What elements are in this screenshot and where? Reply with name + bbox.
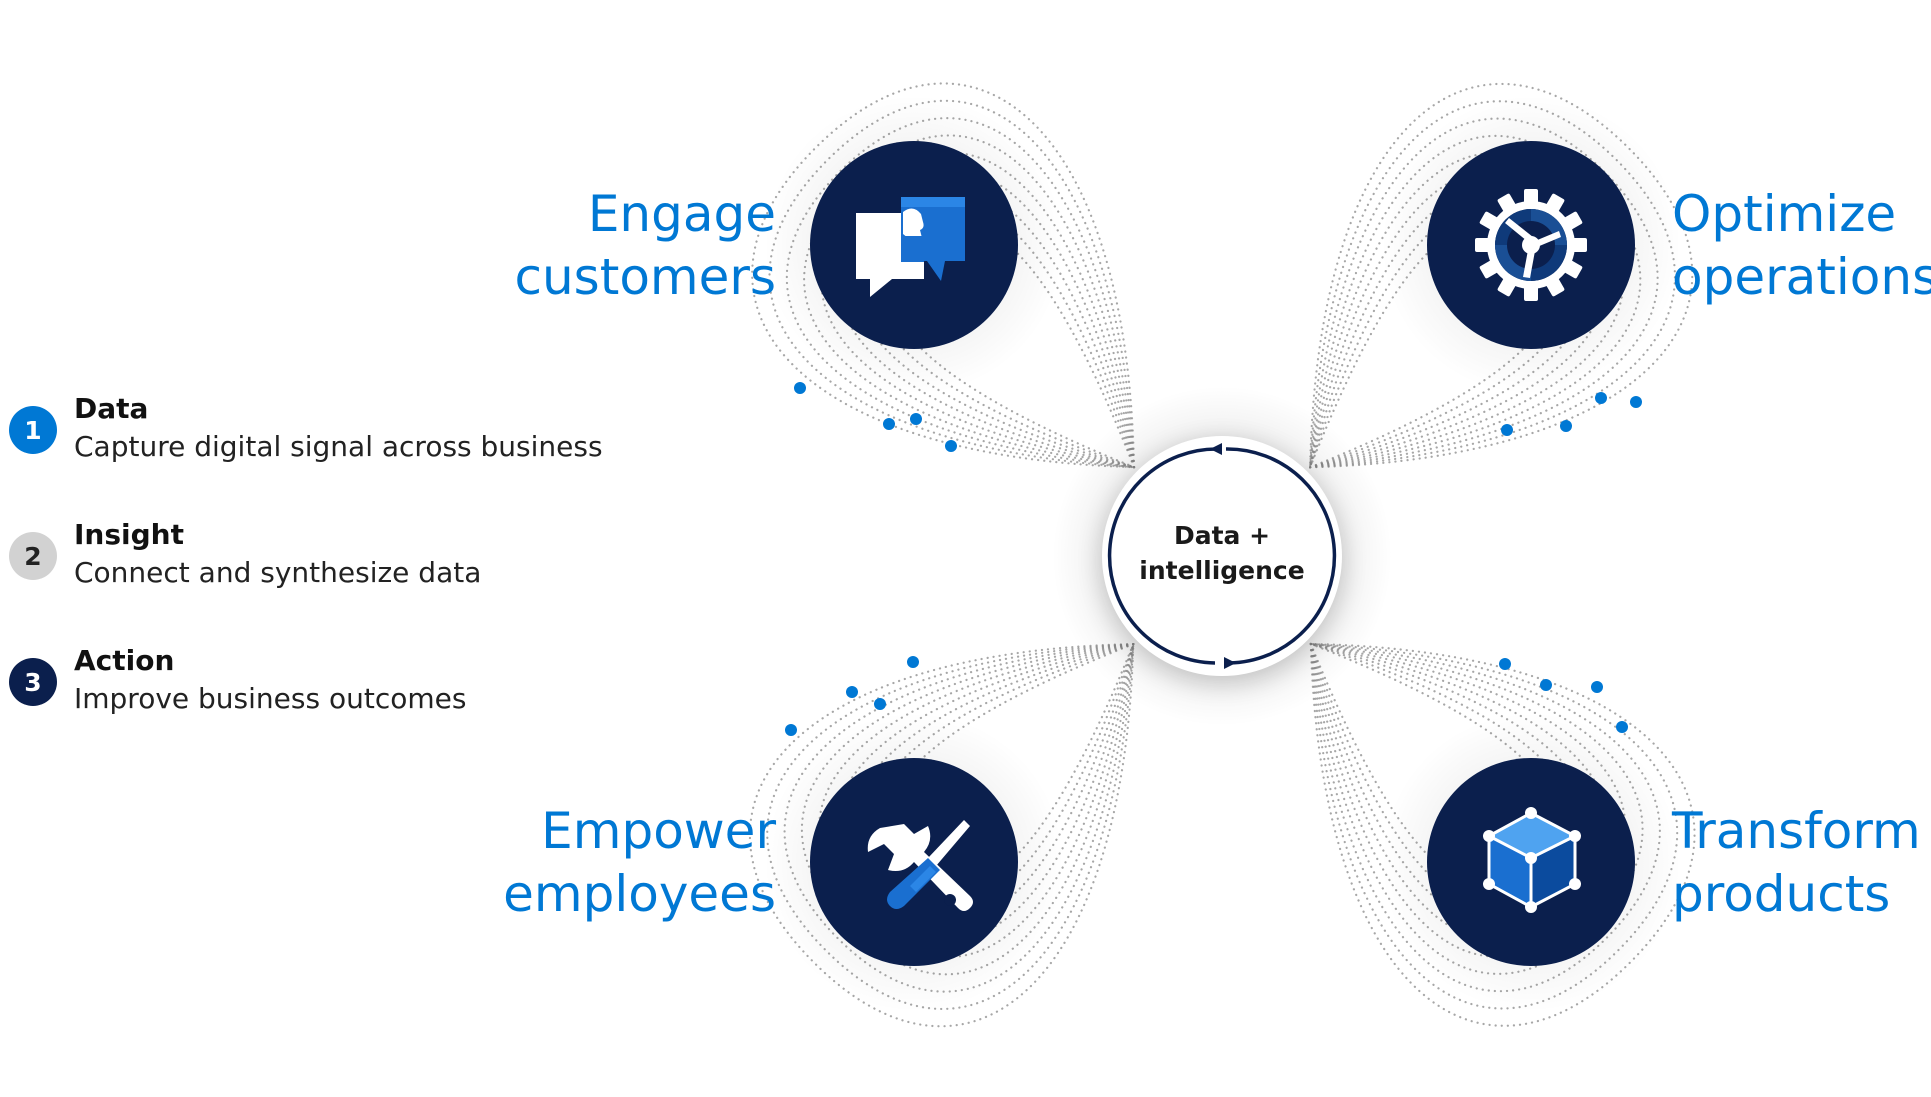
label-line: customers <box>514 248 777 306</box>
wrench-screwdriver-icon <box>867 820 973 911</box>
empower-employees-label: Empower employees <box>503 800 776 926</box>
legend-title: Action <box>74 644 175 677</box>
label-line: employees <box>503 865 776 923</box>
step-2-badge: 2 <box>9 532 57 580</box>
legend-item-insight: 2 Insight Connect and synthesize data <box>9 518 629 594</box>
legend-description: Improve business outcomes <box>74 682 467 715</box>
chat-bubbles-icon <box>856 197 965 297</box>
data-flow-dot <box>910 413 922 425</box>
data-flow-dot <box>1591 681 1603 693</box>
legend-title: Data <box>74 392 149 425</box>
data-flow-dot <box>785 724 797 736</box>
transform-products-label: Transform products <box>1672 800 1921 926</box>
data-flow-dot <box>945 440 957 452</box>
data-flow-dot <box>1630 396 1642 408</box>
label-line: operations <box>1672 248 1931 306</box>
legend-description: Capture digital signal across business <box>74 430 603 463</box>
label-line: products <box>1672 865 1891 923</box>
data-flow-dots <box>785 382 1642 736</box>
label-line: Engage <box>587 185 776 243</box>
data-flow-dot <box>1560 420 1572 432</box>
engage-customers-node <box>810 141 1018 349</box>
data-flow-dot <box>794 382 806 394</box>
data-flow-dot <box>846 686 858 698</box>
cycle-arrows-icon <box>1107 447 1337 665</box>
legend: 1 Data Capture digital signal across bus… <box>9 392 629 770</box>
label-line: Empower <box>541 802 776 860</box>
engage-customers-label: Engage customers <box>515 183 777 309</box>
data-flow-dot <box>1499 658 1511 670</box>
gear-icon <box>1475 189 1587 301</box>
label-line: Transform <box>1672 802 1921 860</box>
legend-description: Connect and synthesize data <box>74 556 482 589</box>
data-flow-dot <box>883 418 895 430</box>
legend-item-action: 3 Action Improve business outcomes <box>9 644 629 720</box>
data-flow-dot <box>1616 721 1628 733</box>
optimize-operations-label: Optimize operations <box>1672 183 1931 309</box>
legend-title: Insight <box>74 518 184 551</box>
cube-icon <box>1483 807 1581 913</box>
center-label: Data + intelligence <box>1122 518 1322 588</box>
data-flow-dot <box>1501 424 1513 436</box>
optimize-operations-node <box>1427 141 1635 349</box>
empower-employees-node <box>810 758 1018 966</box>
step-3-badge: 3 <box>9 658 57 706</box>
center-node <box>1100 436 1344 684</box>
step-1-badge: 1 <box>9 406 57 454</box>
transform-products-node <box>1427 758 1635 966</box>
label-line: Optimize <box>1672 185 1897 243</box>
data-flow-dot <box>874 698 886 710</box>
data-flow-dot <box>1540 679 1552 691</box>
center-label-line: Data + <box>1173 521 1271 550</box>
center-label-line: intelligence <box>1139 556 1305 585</box>
data-flow-dot <box>1595 392 1607 404</box>
data-flow-dot <box>907 656 919 668</box>
legend-item-data: 1 Data Capture digital signal across bus… <box>9 392 629 468</box>
